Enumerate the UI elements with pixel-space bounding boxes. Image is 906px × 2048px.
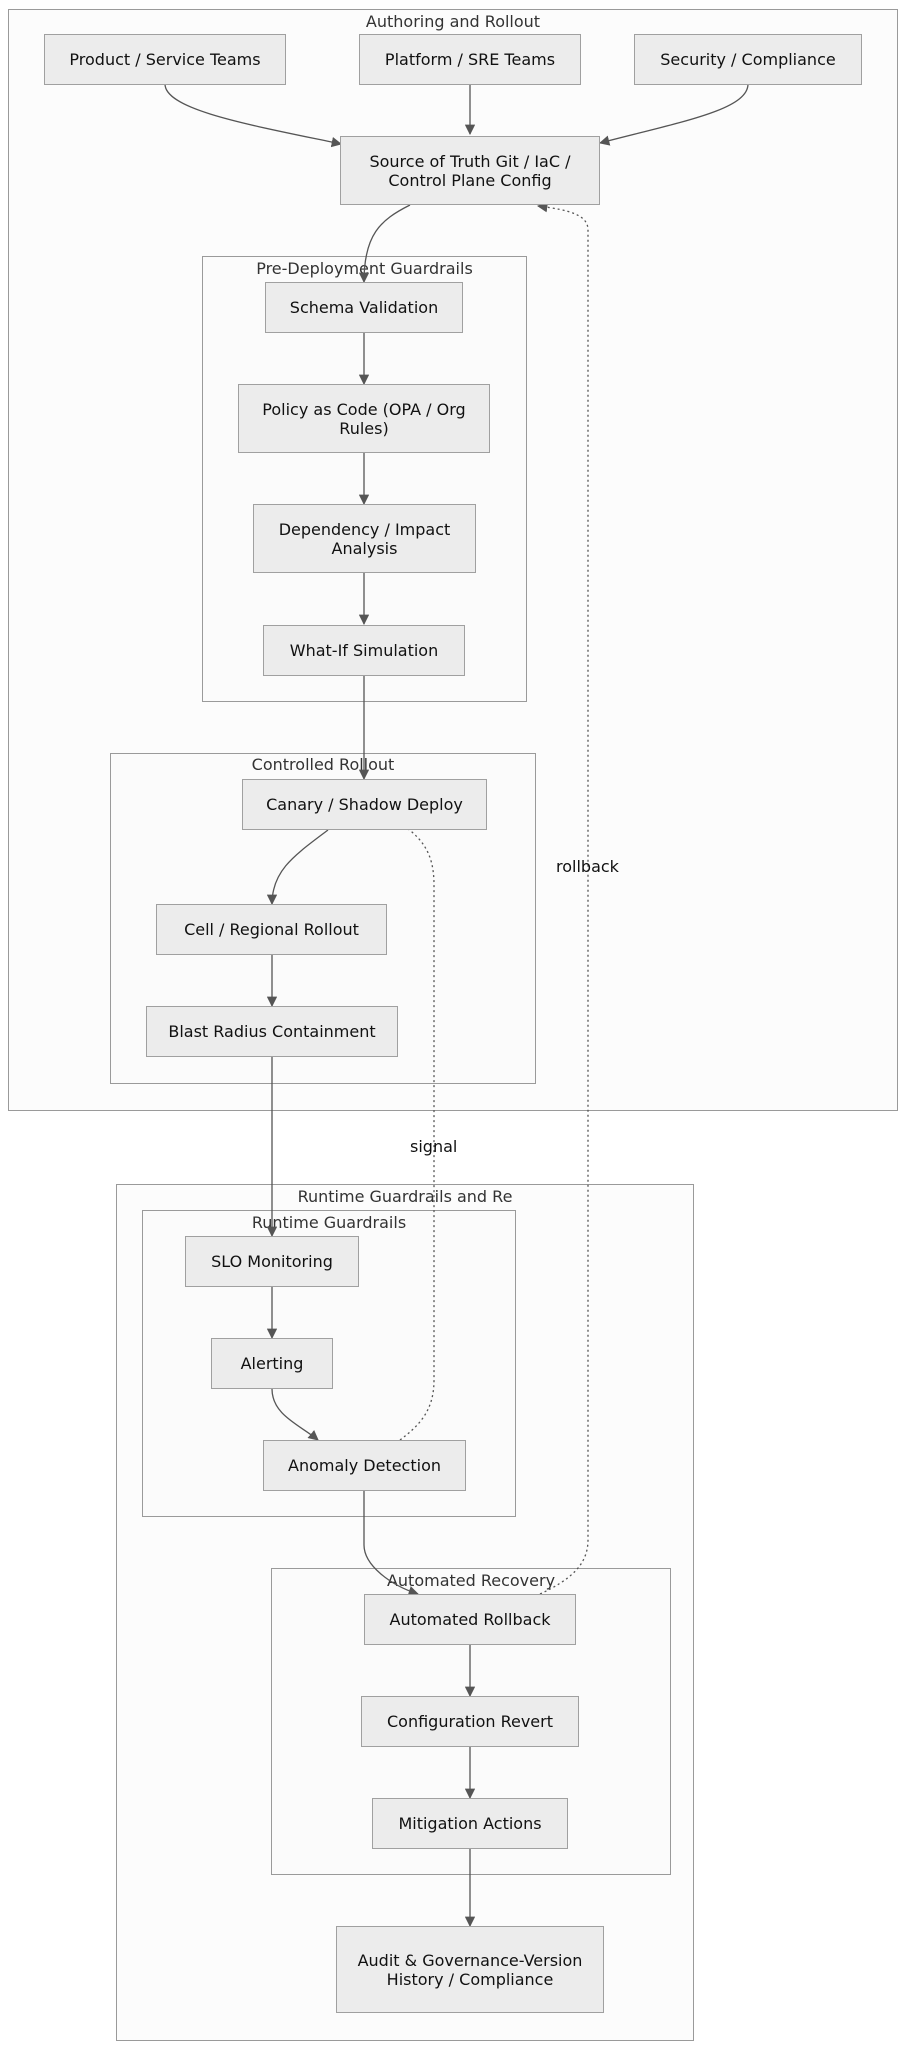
node-dependency-impact-analysis[interactable]: Dependency / Impact Analysis <box>253 504 476 573</box>
node-blast-radius-containment[interactable]: Blast Radius Containment <box>146 1006 398 1057</box>
node-cell-regional-rollout[interactable]: Cell / Regional Rollout <box>156 904 387 955</box>
node-anomaly-detection[interactable]: Anomaly Detection <box>263 1440 466 1491</box>
edge-label-rollback: rollback <box>556 857 619 876</box>
node-audit-governance[interactable]: Audit & Governance-Version History / Com… <box>336 1926 604 2013</box>
edge-source-to-schema <box>358 204 411 284</box>
node-configuration-revert[interactable]: Configuration Revert <box>361 1696 579 1747</box>
node-canary-shadow-deploy[interactable]: Canary / Shadow Deploy <box>242 779 487 830</box>
group-title-runtime-outer: Runtime Guardrails and Re <box>297 1187 513 1206</box>
group-title-authoring: Authoring and Rollout <box>365 12 541 31</box>
group-title-controlled: Controlled Rollout <box>251 755 395 774</box>
node-what-if-simulation[interactable]: What-If Simulation <box>263 625 465 676</box>
node-mitigation-actions[interactable]: Mitigation Actions <box>372 1798 568 1849</box>
node-policy-as-code[interactable]: Policy as Code (OPA / Org Rules) <box>238 384 490 453</box>
node-slo-monitoring[interactable]: SLO Monitoring <box>185 1236 359 1287</box>
node-security-compliance[interactable]: Security / Compliance <box>634 34 862 85</box>
group-title-runtime-inner: Runtime Guardrails <box>251 1213 407 1232</box>
edge-anomaly-to-rollback <box>363 1491 419 1597</box>
node-schema-validation[interactable]: Schema Validation <box>265 282 463 333</box>
node-product-service-teams[interactable]: Product / Service Teams <box>44 34 286 85</box>
edge-product-to-source <box>164 83 343 148</box>
node-source-of-truth[interactable]: Source of Truth Git / IaC / Control Plan… <box>340 136 600 205</box>
group-title-recovery: Automated Recovery <box>386 1571 556 1590</box>
edge-security-to-source <box>598 83 749 146</box>
edge-rollback-to-source <box>536 202 589 1595</box>
node-alerting[interactable]: Alerting <box>211 1338 333 1389</box>
node-automated-rollback[interactable]: Automated Rollback <box>364 1594 576 1645</box>
edge-alerting-to-anomaly <box>271 1388 319 1441</box>
edge-canary-to-cell <box>266 829 329 906</box>
node-platform-sre-teams[interactable]: Platform / SRE Teams <box>359 34 581 85</box>
edge-anomaly-signal-to-canary <box>391 817 435 1441</box>
edge-label-signal: signal <box>410 1137 458 1156</box>
